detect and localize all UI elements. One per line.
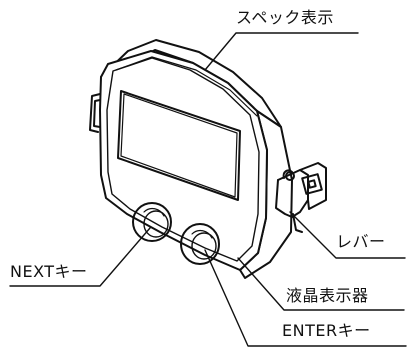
enter-key-button	[180, 223, 220, 265]
callout-lcd: 液晶表示器	[286, 286, 369, 305]
callout-spec-display: スペック表示	[236, 8, 334, 27]
left-clip	[89, 93, 101, 133]
lever-assembly	[275, 162, 327, 233]
front-bezel	[106, 57, 260, 262]
callout-enter-key: ENTERキー	[282, 321, 371, 340]
leader-lines	[9, 32, 407, 347]
next-key-button	[132, 202, 172, 242]
callout-lever: レバー	[336, 232, 386, 251]
lcd-window	[117, 90, 241, 201]
callout-next-key: NEXTキー	[10, 262, 88, 281]
